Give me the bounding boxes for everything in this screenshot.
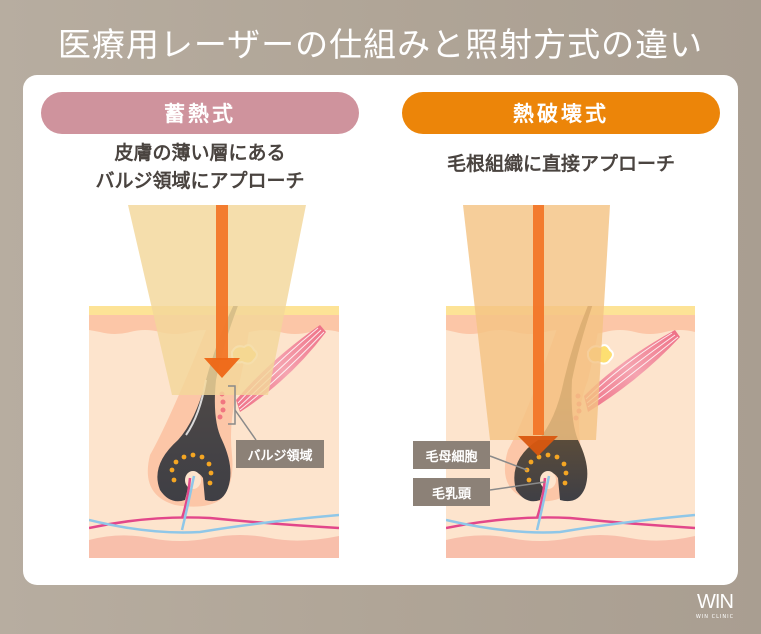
left-description-line1: 皮膚の薄い層にある: [114, 142, 286, 164]
right-laser-ray: [533, 205, 544, 435]
left-description: 皮膚の薄い層にある バルジ領域にアプローチ: [41, 139, 359, 195]
label-dermal-papilla: 毛乳頭: [413, 478, 490, 506]
method-pill-heat-storage: 蓄熱式: [41, 92, 359, 134]
clinic-logo: WIN WIN CLINIC: [680, 592, 750, 620]
logo-name: WIN CLINIC: [695, 614, 735, 620]
label-bulge-region: バルジ領域: [236, 440, 324, 468]
method-pill-thermal-destruction: 熱破壊式: [402, 92, 720, 134]
logo-mark: WIN: [697, 591, 734, 613]
left-description-line2: バルジ領域にアプローチ: [95, 170, 305, 192]
page-title: 医療用レーザーの仕組みと照射方式の違い: [57, 25, 704, 64]
matrix-cells-dots: [524, 452, 569, 486]
left-laser-ray: [216, 205, 228, 360]
right-laser-arrowhead: [518, 436, 558, 456]
matrix-cells-dots: [169, 452, 214, 486]
left-laser-arrowhead: [204, 358, 240, 378]
right-description: 毛根組織に直接アプローチ: [446, 153, 675, 175]
label-hair-matrix-cells: 毛母細胞: [413, 441, 490, 469]
